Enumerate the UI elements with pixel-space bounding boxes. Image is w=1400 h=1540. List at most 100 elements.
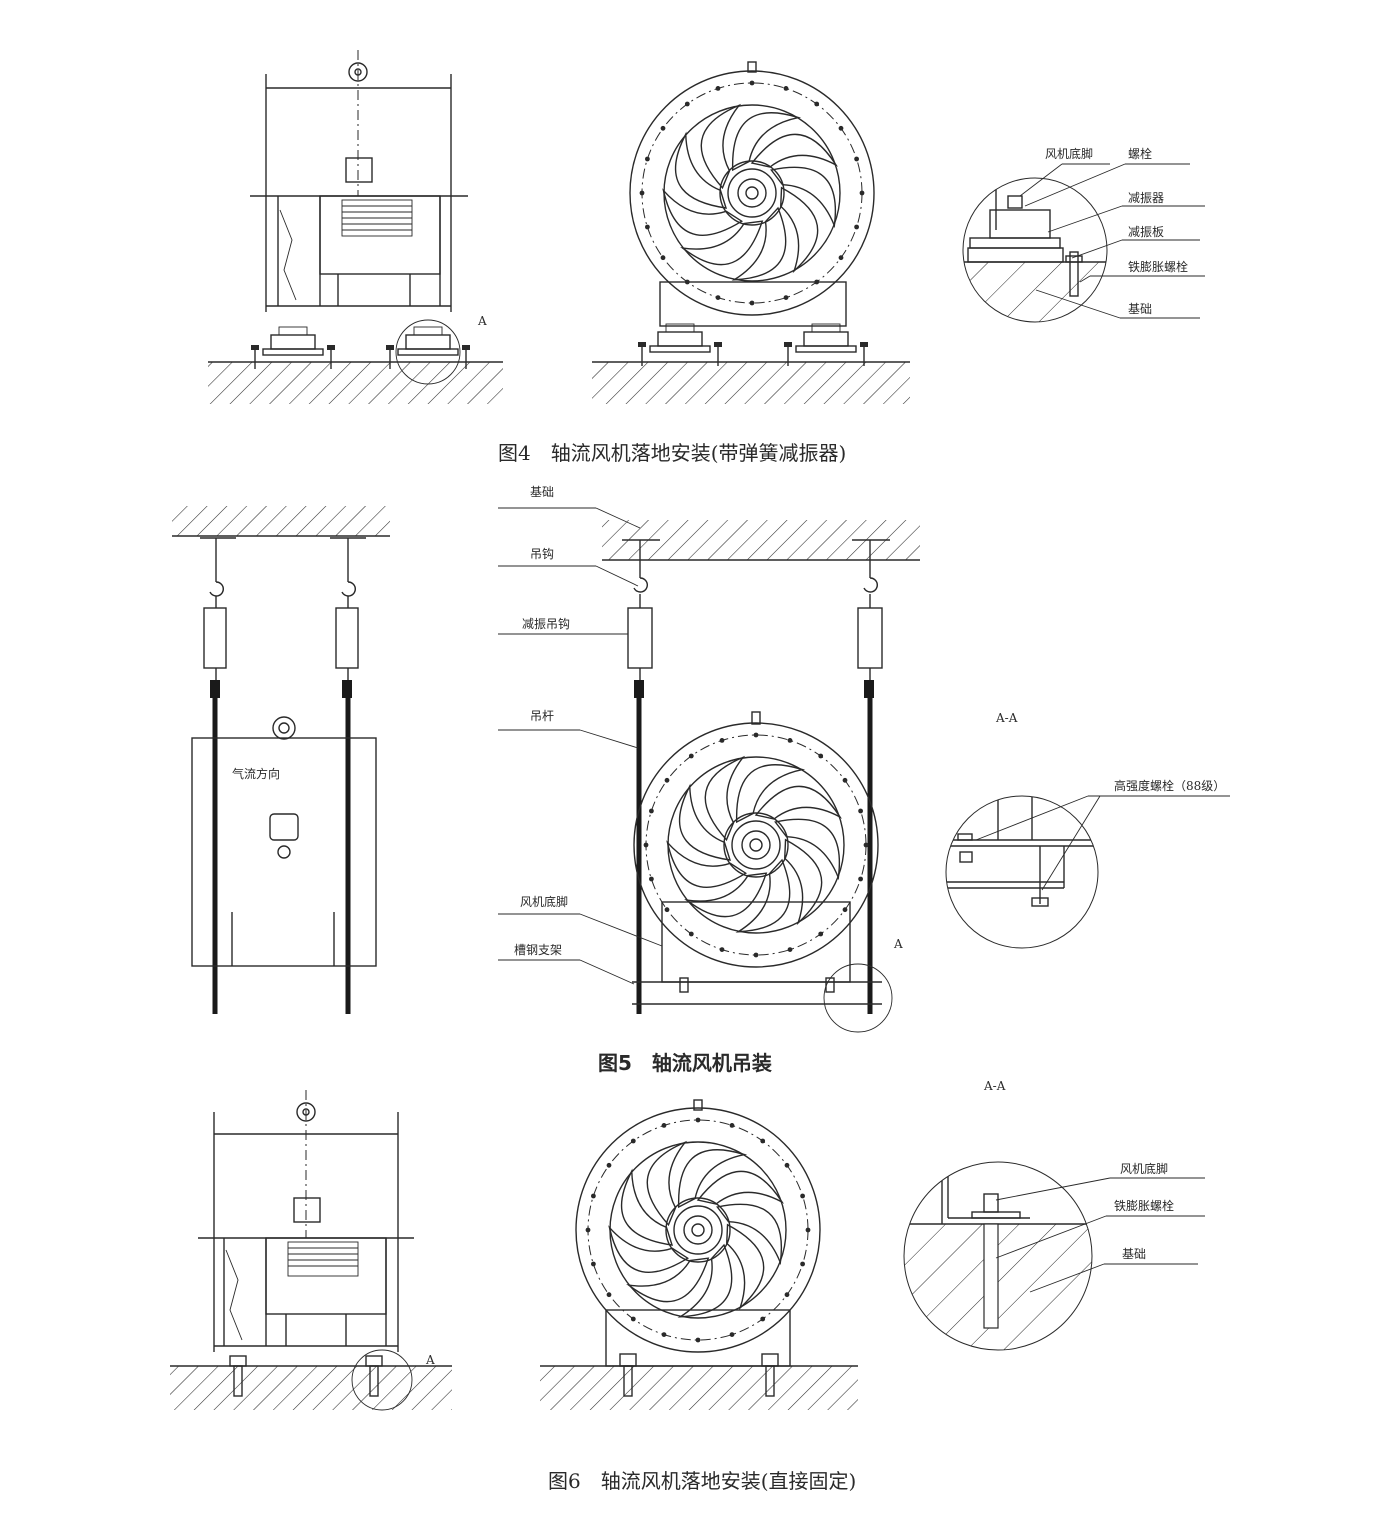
- fig6-bolt-hole: [661, 1123, 667, 1128]
- fig4-junction-box: [345, 157, 373, 183]
- fig5-label-fan-foot: 风机底脚: [520, 894, 568, 909]
- fig6-label-expansion-bolt: 铁膨胀螺栓: [1114, 1198, 1174, 1213]
- fig4-motor: [319, 195, 441, 275]
- fig5-caption: 图5 轴流风机吊装: [598, 1051, 772, 1075]
- fig5-blade: [666, 840, 748, 888]
- fig4-label-expansion-bolt: 铁膨胀螺栓: [1128, 259, 1188, 274]
- fig6-bolt-hole: [805, 1227, 811, 1233]
- fig5-front-hanger-right: [852, 539, 890, 1014]
- fig4-side-ground: [208, 362, 503, 404]
- fig5-label-rod: 吊杆: [530, 709, 554, 723]
- fig5-lifting-eye: [272, 716, 296, 740]
- fig5-fan-casing: [633, 722, 879, 968]
- fig5-blade: [684, 872, 768, 918]
- fig6-bolt-hole: [695, 1337, 701, 1343]
- fig4-detail-view: 风机底脚 螺栓 减振器 减振板 铁膨胀螺栓 基础: [962, 146, 1205, 323]
- fig6-hub: [665, 1197, 731, 1263]
- fig5-label-hs-bolt: 高强度螺栓（88级）: [1114, 778, 1225, 793]
- fig6-bolt-hole: [729, 1123, 735, 1128]
- fig6-bolt-hole: [606, 1162, 612, 1168]
- fig5-bolt-hole: [664, 777, 670, 783]
- fig4-flange-bolts: [639, 80, 865, 306]
- fig5-blade: [754, 785, 843, 820]
- fig5-fan-body-side: [191, 737, 377, 967]
- fig6-blade: [620, 1168, 674, 1246]
- fig5-fan-base: [661, 901, 851, 983]
- fig6-bolt-hole: [729, 1332, 735, 1337]
- fig5-side-hanger-left: [200, 537, 236, 1014]
- fig5-bolt-hole: [719, 738, 725, 743]
- fig6-blade: [677, 1149, 748, 1209]
- fig5-label-foundation: 基础: [530, 485, 554, 499]
- fig4-fan-base: [659, 281, 847, 327]
- fig5-front-view: A 基础 吊钩 减振吊钩 吊杆 风机底脚 槽钢支架: [498, 485, 920, 1033]
- fig6-fan-casing: [575, 1107, 821, 1353]
- fig5-bolt-hole: [649, 808, 654, 814]
- fig5-bolt-hole: [858, 876, 863, 882]
- fig6-front-ground: [540, 1366, 858, 1410]
- fig6-section-mark: A: [425, 1353, 435, 1367]
- fig6-bolt-hole: [784, 1292, 790, 1298]
- fig5-airflow-label: 气流方向: [232, 766, 280, 781]
- fig4-label-bolt: 螺栓: [1128, 146, 1152, 161]
- fig4-bolt-hole: [684, 101, 690, 107]
- fig6-bolt-hole: [784, 1162, 790, 1168]
- fig6-blade: [626, 1257, 710, 1303]
- fig5-detail-view: A-A 高强度螺栓（88级）: [945, 711, 1230, 949]
- fig4-blade: [674, 131, 728, 209]
- fig4-bolt-hole: [838, 125, 844, 131]
- fig4-blade: [700, 103, 742, 190]
- fig6-blade: [696, 1170, 785, 1205]
- fig4-blade: [680, 220, 764, 266]
- fig5-side-hanger-right: [330, 537, 366, 1014]
- fig6-blade: [646, 1140, 688, 1227]
- fig4-hub: [719, 160, 785, 226]
- fig5-bolt-hole: [818, 753, 824, 759]
- fig5-label-damping-hook: 减振吊钩: [522, 617, 570, 631]
- fig5-section-mark: A: [893, 937, 903, 951]
- fig6-bolt-hole: [800, 1261, 805, 1267]
- fig4-label-foundation: 基础: [1128, 302, 1152, 316]
- fig5-blade: [735, 858, 791, 933]
- fig6-junction-box: [293, 1197, 321, 1223]
- fig5-bolt-hole: [842, 777, 848, 783]
- fig6-fan-base: [605, 1309, 791, 1367]
- fig5-bolt-hole: [664, 907, 670, 913]
- fig4-front-view: [592, 61, 910, 404]
- fig6-detail-circle-marker: [351, 1349, 413, 1411]
- fig5-blade: [784, 838, 823, 926]
- fig5-blade: [704, 755, 746, 842]
- fig4-bolt-hole: [645, 224, 650, 230]
- figure4: A: [208, 50, 1205, 465]
- fig5-bolt-hole: [753, 732, 759, 738]
- fig4-bolt-hole: [639, 190, 645, 196]
- figure6: A A-A: [170, 1079, 1205, 1493]
- fig6-blade: [677, 1243, 733, 1318]
- fig6-side-bolt-right: [365, 1355, 383, 1397]
- fig4-bolt-hole: [859, 190, 865, 196]
- fig4-front-spring-left: [637, 323, 723, 367]
- fig5-junction-box: [269, 813, 299, 841]
- fig6-side-ground: [170, 1366, 452, 1410]
- fig4-bolt-hole: [749, 300, 755, 306]
- fig6-impeller: [608, 1140, 785, 1318]
- fig4-bolt-hole: [854, 224, 859, 230]
- fig5-flange-bolts: [643, 732, 869, 958]
- fig5-bolt-hole: [818, 931, 824, 937]
- fig6-motor: [265, 1237, 387, 1315]
- fig6-lifting-eye: [296, 1102, 316, 1122]
- fig6-bolt-hole: [585, 1227, 591, 1233]
- fig6-caption: 图6 轴流风机落地安装(直接固定): [548, 1469, 856, 1493]
- fig6-bolt-hole: [630, 1316, 636, 1322]
- fig4-blade: [731, 206, 787, 281]
- fig5-blade: [735, 764, 806, 824]
- fig6-side-view: A: [170, 1090, 452, 1411]
- fig6-bolt-hole: [591, 1261, 596, 1267]
- fig6-bolt-hole: [661, 1332, 667, 1337]
- fig6-detail-view: A-A 风机底脚 铁膨胀螺栓 基础: [903, 1079, 1205, 1351]
- fig4-caption: 图4 轴流风机落地安装(带弹簧减振器): [498, 441, 846, 465]
- fig6-bolt-hole: [606, 1292, 612, 1298]
- fig5-bolt-hole: [649, 876, 654, 882]
- fig6-front-bolt-left: [619, 1353, 637, 1397]
- fig6-blade: [716, 1203, 783, 1266]
